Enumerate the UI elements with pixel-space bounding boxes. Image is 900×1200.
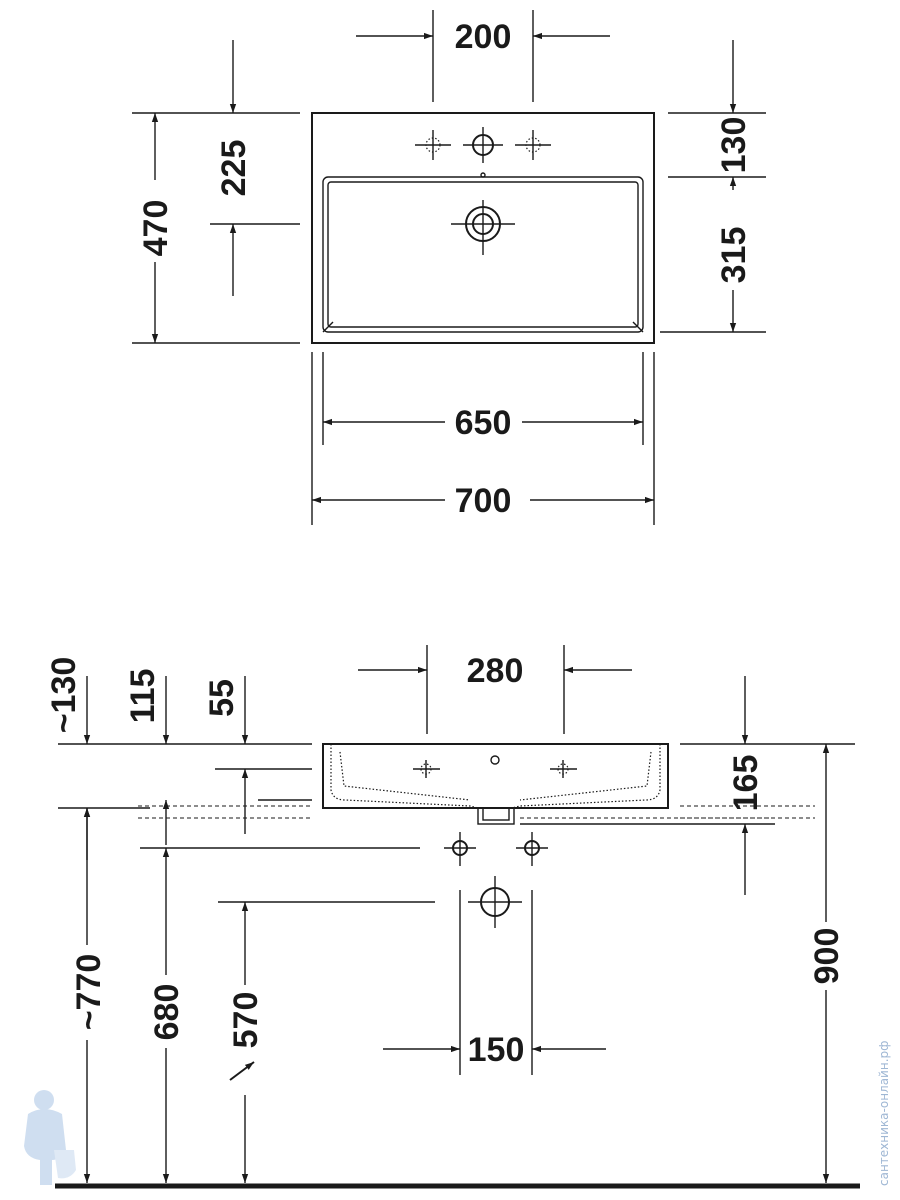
dim-tap-spacing: 200 — [455, 18, 512, 56]
front-view: ~130 115 55 280 165 — [45, 645, 860, 1189]
dim-total-width: 700 — [455, 482, 512, 520]
pointer-arrow-icon — [229, 1061, 255, 1081]
dim-height-900: 900 — [808, 928, 846, 985]
drain-icon — [451, 200, 515, 255]
dim-height-570: 570 — [227, 992, 265, 1049]
dim-bowl-depth: 315 — [715, 227, 753, 284]
basin-profile — [322, 743, 669, 809]
supply-right-icon — [516, 832, 548, 866]
dim-rim-to-overflow: 55 — [203, 679, 241, 717]
tap-hole-right-icon — [515, 130, 551, 160]
dim-trap-width: 280 — [467, 652, 524, 690]
waste-pipe-icon — [468, 876, 522, 928]
tap-hole-left-icon — [415, 130, 451, 160]
dim-height-680: 680 — [148, 984, 186, 1041]
watermark-text: сантехника-онлайн.рф — [877, 1041, 891, 1186]
dim-height-770: ~770 — [70, 954, 108, 1031]
dim-to-drain: 225 — [215, 140, 253, 197]
top-view: 200 470 225 130 315 650 700 — [132, 10, 766, 525]
dim-rim-to-drain-top: 115 — [124, 669, 162, 724]
tap-hole-center-icon — [463, 127, 503, 163]
dim-rim-back: 130 — [715, 117, 753, 174]
dim-bowl-width: 650 — [455, 404, 512, 442]
supply-left-icon — [444, 832, 476, 866]
dim-basin-height: 165 — [727, 755, 765, 812]
dim-outlet-spacing: 150 — [468, 1031, 525, 1069]
dim-depth-total: 470 — [137, 200, 175, 257]
tap-hole-icon — [413, 760, 577, 778]
watermark-logo — [24, 1090, 76, 1185]
dim-rim-to-tap: ~130 — [45, 657, 83, 734]
basin-outline — [311, 112, 655, 344]
